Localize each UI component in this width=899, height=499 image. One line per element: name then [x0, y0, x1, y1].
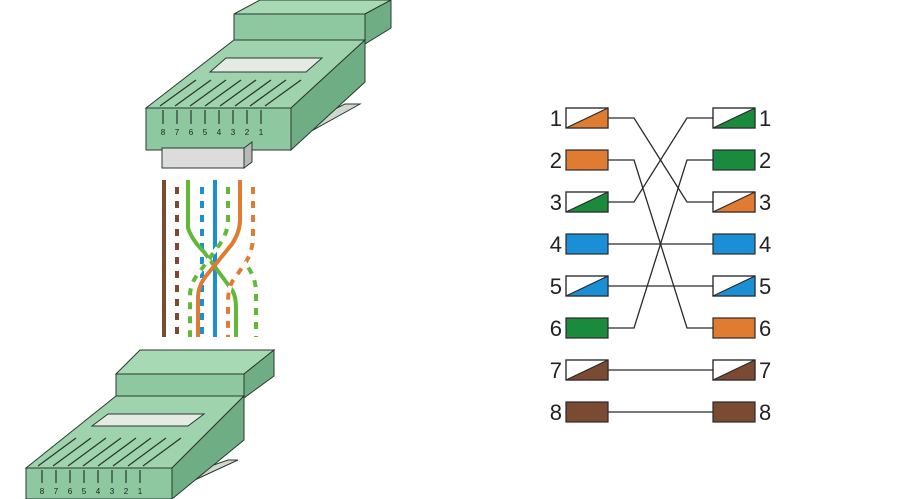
left-pin-1: 1: [550, 106, 609, 131]
bottom-connector-pin-label-8: 8: [40, 487, 45, 496]
bottom-connector-pin-label-5: 5: [82, 487, 87, 496]
cable-wires: [162, 180, 258, 337]
right-pin-2-swatch: [712, 149, 756, 171]
left-pin-number-8: 8: [550, 400, 562, 425]
top-connector-pin-label-4: 4: [217, 128, 222, 137]
top-connector-pin-label-5: 5: [203, 128, 208, 137]
top-connector-pin-label-6: 6: [189, 128, 194, 137]
right-pin-1: 1: [712, 106, 771, 131]
left-pin-6: 6: [550, 316, 609, 341]
left-pin-5: 5: [550, 274, 609, 299]
top-connector-boot: [161, 147, 245, 169]
right-pin-4: 4: [712, 232, 771, 257]
right-pin-6-swatch: [712, 317, 756, 339]
left-pin-number-2: 2: [550, 148, 562, 173]
white-green-wire-end: [242, 260, 258, 337]
right-pin-number-7: 7: [759, 358, 771, 383]
right-pin-3: 3: [712, 190, 771, 215]
right-pin-number-8: 8: [759, 400, 771, 425]
left-pin-8-swatch: [565, 401, 609, 423]
right-pin-7: 7: [712, 358, 771, 383]
left-pinout: 1 2 3 4 5 6 7 8: [550, 106, 609, 425]
top-connector-pin-label-7: 7: [175, 128, 180, 137]
left-pin-4: 4: [550, 232, 609, 257]
connection-3-to-1: [608, 117, 713, 203]
bottom-connector-front: [25, 467, 173, 499]
left-pin-8: 8: [550, 400, 609, 425]
top-connector-front: [145, 107, 292, 151]
left-pin-number-7: 7: [550, 358, 562, 383]
top-connector-pin-label-1: 1: [259, 128, 264, 137]
white-orange-wire: [226, 180, 255, 337]
right-pinout: 1 2 3 4 5 6 7 8: [712, 106, 771, 425]
left-pin-number-4: 4: [550, 232, 562, 257]
right-pin-number-1: 1: [759, 106, 771, 131]
top-connector-pin-label-2: 2: [245, 128, 250, 137]
right-pin-5: 5: [712, 274, 771, 299]
left-pin-number-5: 5: [550, 274, 562, 299]
right-pin-6: 6: [712, 316, 771, 341]
right-pin-number-4: 4: [759, 232, 771, 257]
left-pin-2: 2: [550, 148, 609, 173]
pinout-connections: [608, 117, 713, 413]
bottom-connector-pin-label-3: 3: [110, 487, 115, 496]
top-connector-pin-label-8: 8: [161, 128, 166, 137]
left-pin-7: 7: [550, 358, 609, 383]
left-pin-2-swatch: [565, 149, 609, 171]
right-pin-2: 2: [712, 148, 771, 173]
right-pin-number-5: 5: [759, 274, 771, 299]
left-pin-4-swatch: [565, 233, 609, 255]
left-pin-number-1: 1: [550, 106, 562, 131]
right-pin-8: 8: [712, 400, 771, 425]
left-pin-number-6: 6: [550, 316, 562, 341]
left-pin-3: 3: [550, 190, 609, 215]
right-pin-4-swatch: [712, 233, 756, 255]
left-pin-6-swatch: [565, 317, 609, 339]
right-pin-number-2: 2: [759, 148, 771, 173]
left-pin-number-3: 3: [550, 190, 562, 215]
top-connector-pin-label-3: 3: [231, 128, 236, 137]
bottom-connector-pin-label-4: 4: [96, 487, 101, 496]
bottom-connector-pin-label-2: 2: [124, 487, 129, 496]
green-wire: [186, 180, 238, 337]
connection-6-to-2: [608, 159, 713, 329]
bottom-connector-pin-label-6: 6: [68, 487, 73, 496]
bottom-connector-pin-label-7: 7: [54, 487, 59, 496]
top-connector-top-block: [233, 0, 392, 15]
right-pin-number-6: 6: [759, 316, 771, 341]
right-pin-number-3: 3: [759, 190, 771, 215]
bottom-connector-pin-label-1: 1: [138, 487, 143, 496]
white-green-wire: [188, 180, 230, 337]
orange-wire: [196, 180, 242, 337]
right-pin-8-swatch: [712, 401, 756, 423]
